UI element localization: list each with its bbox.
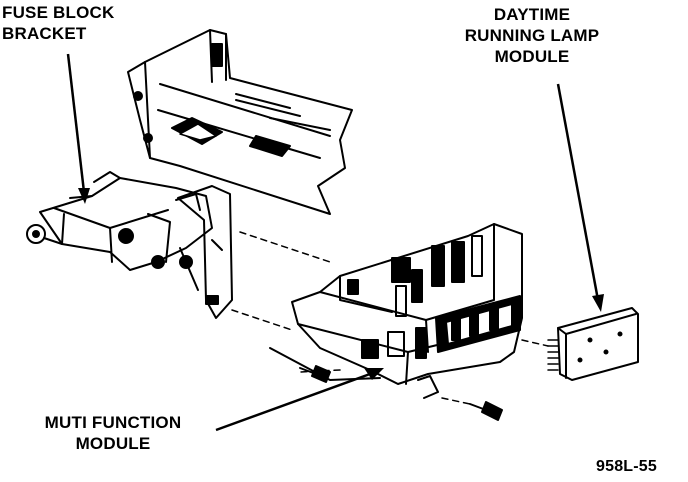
daytime-running-lamp-module-part <box>547 307 639 381</box>
drl-label-line-1: DAYTIME <box>493 5 571 24</box>
drl-label-line-3: MODULE <box>494 47 570 66</box>
fuse-block-bracket-part <box>26 171 233 319</box>
fuse-block-leader-arrow <box>66 53 90 204</box>
drl-leader-arrow <box>556 83 604 312</box>
assembly-guide-lines <box>231 231 549 405</box>
daytime-running-lamp-module-label: DAYTIME RUNNING LAMP MODULE <box>452 4 612 67</box>
fuse-block-bracket-label: FUSE BLOCK BRACKET <box>2 2 115 44</box>
dash-panel-bracket <box>127 29 353 215</box>
multi-function-module-part <box>269 223 523 399</box>
mfm-label-line-1: MUTI FUNCTION <box>44 413 182 432</box>
fuse-block-bracket-label-line-1: FUSE BLOCK <box>2 3 115 22</box>
multi-function-module-label: MUTI FUNCTION MODULE <box>8 412 218 454</box>
figure-number: 958L-55 <box>596 458 657 475</box>
drl-label-line-2: RUNNING LAMP <box>464 26 600 45</box>
fuse-block-bracket-label-line-2: BRACKET <box>2 24 87 43</box>
mfm-leader-arrow <box>215 368 384 432</box>
screw-left <box>299 365 331 383</box>
screw-right <box>469 401 503 421</box>
mfm-label-line-2: MODULE <box>75 434 151 453</box>
